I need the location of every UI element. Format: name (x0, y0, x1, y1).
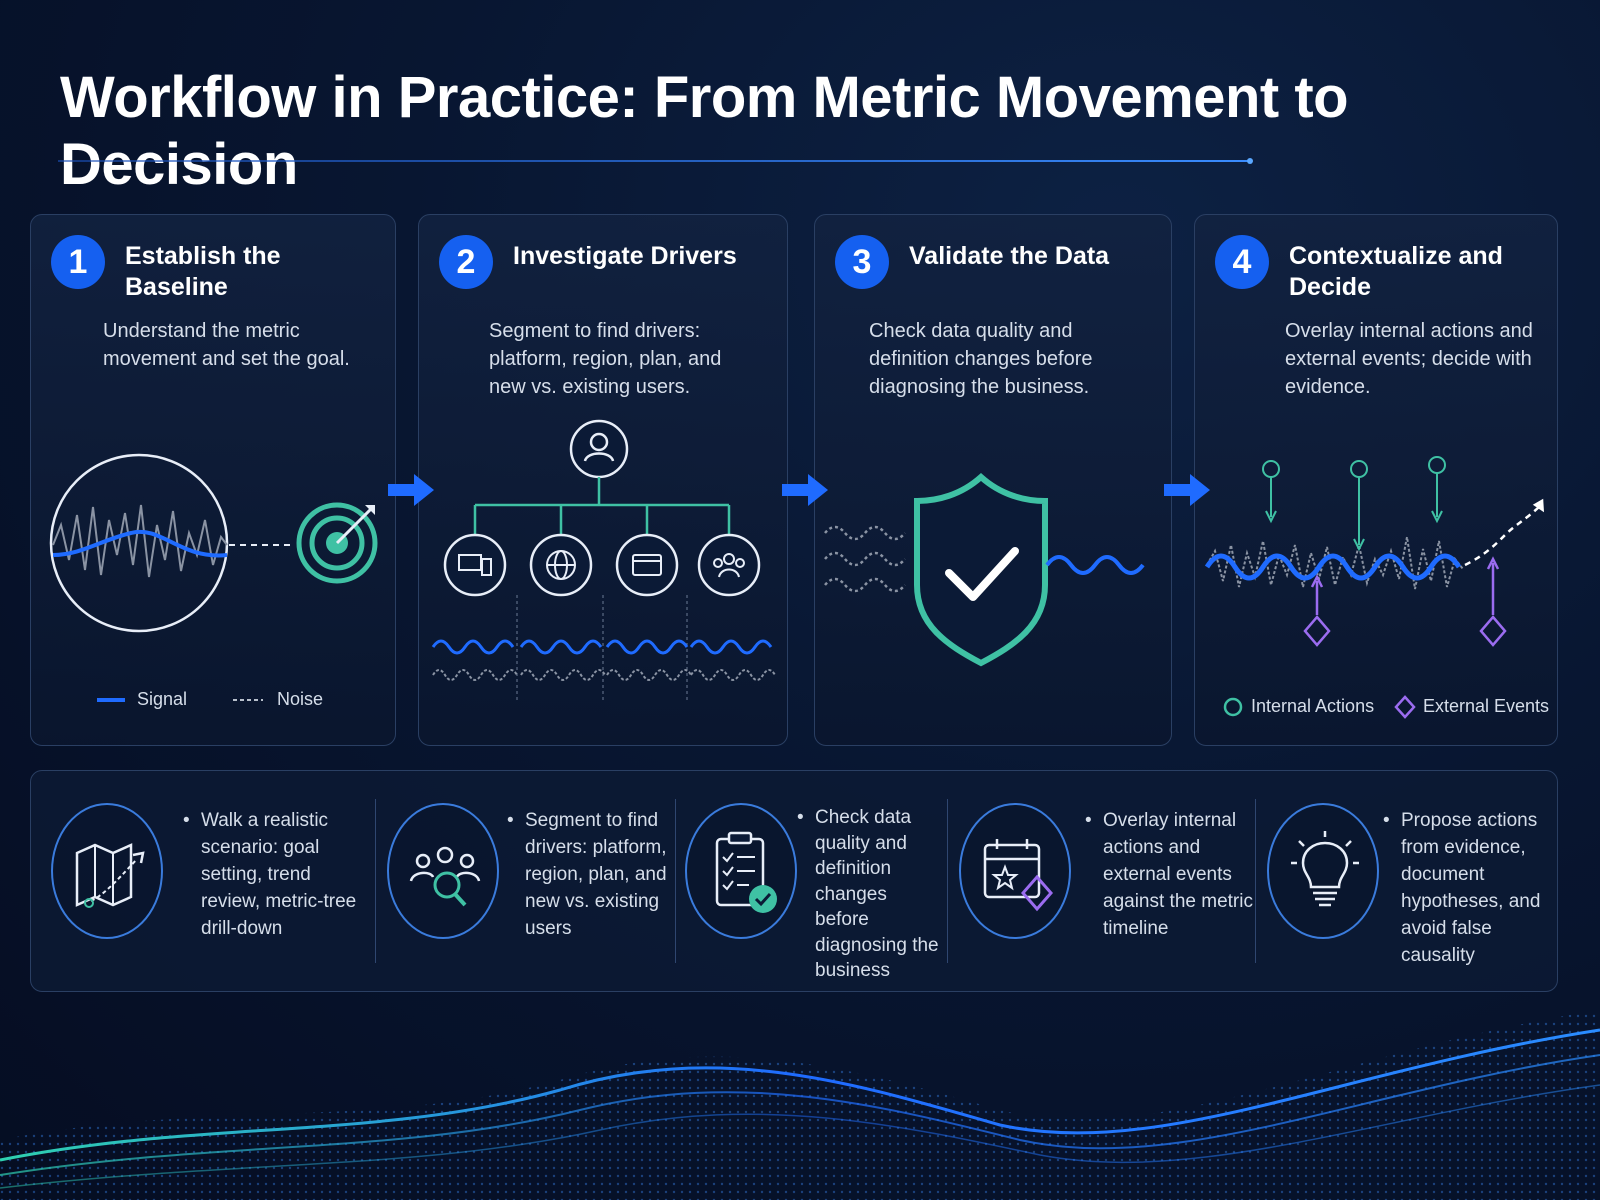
plan-card-icon (615, 533, 679, 597)
internal-action-markers (1262, 456, 1446, 552)
step-desc-3: Check data quality and definition change… (869, 320, 1093, 398)
calendar-event-icon (959, 803, 1071, 939)
step-desc-4: Overlay internal actions and external ev… (1285, 320, 1533, 398)
bullet: • (183, 810, 190, 831)
flow-arrow-2 (782, 474, 828, 506)
summary-text-4-content: Overlay internal actions and external ev… (1103, 810, 1253, 939)
flow-arrow-3 (1164, 474, 1210, 506)
internal-legend-icon (1223, 697, 1243, 717)
bullet: • (797, 807, 804, 828)
summary-text-2: • Segment to find drivers: platform, reg… (507, 807, 675, 942)
raw-data-waves (824, 525, 906, 593)
forecast-line (1464, 506, 1540, 567)
step-title-1: Establish the Baseline (125, 242, 281, 301)
legend-noise: Noise (277, 689, 324, 709)
summary-divider-1 (375, 799, 376, 963)
magnifier-circle (49, 453, 229, 633)
summary-text-5: • Propose actions from evidence, documen… (1383, 807, 1551, 969)
step-desc-2: Segment to find drivers: platform, regio… (489, 320, 722, 398)
flow-arrow-1 (388, 474, 434, 506)
baseline-illustration (49, 453, 378, 702)
user-root-icon (569, 419, 629, 479)
summary-text-1: • Walk a realistic scenario: goal settin… (183, 807, 363, 942)
legend-signal: Signal (137, 689, 188, 709)
bullet: • (1085, 810, 1092, 831)
validation-illustration (824, 472, 1145, 667)
summary-text-3: • Check data quality and definition chan… (797, 805, 945, 984)
summary-divider-2 (675, 799, 676, 963)
step-title-4: Contextualize and Decide (1289, 242, 1503, 301)
map-route-icon (51, 803, 163, 939)
external-event-markers (1303, 556, 1507, 647)
bullet: • (507, 810, 514, 831)
user-group-icon (697, 533, 761, 597)
clean-signal-wave (1045, 555, 1145, 575)
check-mark-icon (945, 547, 1019, 601)
step-number-4: 4 (1215, 235, 1269, 289)
platform-devices-icon (443, 533, 507, 597)
step-desc-1: Understand the metric movement and set t… (103, 320, 350, 370)
signal-line (1204, 553, 1462, 581)
segment-dividers (516, 595, 688, 701)
step-number-3: 3 (835, 235, 889, 289)
lightbulb-icon (1267, 803, 1379, 939)
signal-line (52, 529, 228, 558)
summary-divider-4 (1255, 799, 1256, 963)
event-timeline-illustration (1204, 456, 1544, 719)
summary-text-1-content: Walk a realistic scenario: goal setting,… (201, 810, 357, 939)
shield-icon (914, 472, 1048, 667)
target-icon (296, 502, 378, 584)
title-rule (58, 158, 1253, 164)
noise-line (52, 504, 228, 578)
summary-divider-3 (947, 799, 948, 963)
region-globe-icon (529, 533, 593, 597)
step-title-2: Investigate Drivers (513, 242, 737, 270)
summary-panel: • Walk a realistic scenario: goal settin… (30, 770, 1558, 992)
summary-text-4: • Overlay internal actions and external … (1085, 807, 1253, 942)
noise-line (1206, 536, 1464, 590)
step-card-1: 1 Establish the Baseline Understand the … (30, 214, 396, 746)
step-title-3: Validate the Data (909, 242, 1110, 270)
tree-connectors (473, 477, 731, 535)
clipboard-check-icon (685, 803, 797, 939)
legend-internal-actions: Internal Actions (1251, 696, 1375, 716)
step-number-1: 1 (51, 235, 105, 289)
page-title: Workflow in Practice: From Metric Moveme… (60, 65, 1349, 197)
legend-external-events: External Events (1423, 696, 1550, 716)
step-card-3: 3 Validate the Data Check data quality a… (814, 214, 1172, 746)
summary-text-3-content: Check data quality and definition change… (815, 807, 939, 981)
step-card-2: 2 Investigate Drivers Segment to find dr… (418, 214, 788, 746)
step-card-4: 4 Contextualize and Decide Overlay inter… (1194, 214, 1558, 746)
external-legend-icon (1394, 695, 1416, 719)
driver-tree-illustration (431, 419, 776, 701)
bullet: • (1383, 810, 1390, 831)
segment-sparklines (431, 639, 776, 681)
summary-text-5-content: Propose actions from evidence, document … (1401, 810, 1541, 966)
step-number-2: 2 (439, 235, 493, 289)
people-search-icon (387, 803, 499, 939)
decorative-wave-background (0, 1010, 1600, 1200)
summary-text-2-content: Segment to find drivers: platform, regio… (525, 810, 667, 939)
